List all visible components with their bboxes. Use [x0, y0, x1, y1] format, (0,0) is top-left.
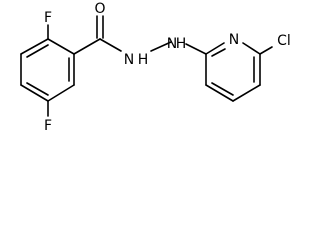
- nh-left-h-label: H: [138, 52, 149, 68]
- n-pyridine-bond: [185, 43, 207, 55]
- fluorine-bottom-label: F: [44, 118, 52, 134]
- bond: [242, 42, 261, 55]
- bond: [47, 84, 75, 102]
- aromatic-double-bond: [211, 82, 234, 96]
- oxygen-label: O: [94, 1, 105, 17]
- bond: [205, 42, 225, 55]
- chlorine-label: Cl: [277, 33, 291, 49]
- aromatic-double-bond: [26, 82, 49, 96]
- ring-carbonyl-bond: [73, 38, 101, 55]
- bond: [232, 84, 261, 102]
- n-n-bond: [150, 41, 172, 52]
- carbonyl-n-bond: [99, 38, 122, 52]
- chloropyridine-ring: [205, 42, 261, 102]
- nh-left-n-label: N: [124, 52, 134, 68]
- fluorine-top-label: F: [44, 10, 52, 26]
- bond: [47, 38, 75, 55]
- bond: [205, 84, 234, 102]
- difluorophenyl-ring: [20, 38, 75, 102]
- aromatic-double-bond: [211, 48, 226, 57]
- pyridine-n-label: N: [229, 32, 239, 48]
- aromatic-double-bond: [26, 44, 49, 58]
- bond: [20, 84, 49, 102]
- nh-right-h-label: H: [176, 36, 187, 52]
- c-cl-bond: [259, 46, 273, 55]
- nh-right-n-label: N: [167, 36, 177, 52]
- bond: [20, 38, 49, 55]
- chemical-structure-diagram: F O N H N H N Cl F: [20, 1, 291, 134]
